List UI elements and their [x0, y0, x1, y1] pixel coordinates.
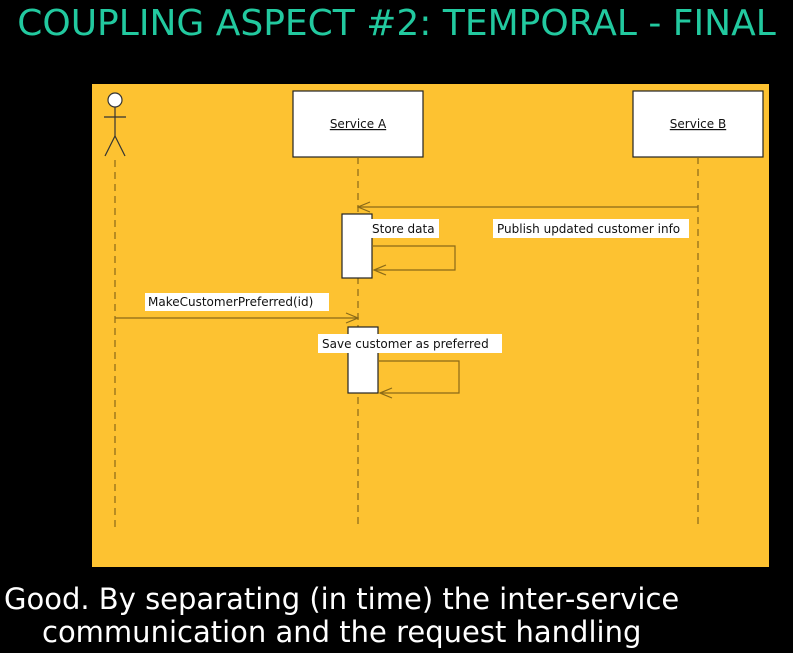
message-save-preferred-arrow	[378, 360, 460, 393]
message-store-data-label-bg	[369, 219, 439, 238]
actor-icon	[104, 92, 126, 157]
diagram-background	[92, 84, 769, 567]
message-save-preferred-label: Save customer as preferred	[322, 337, 489, 351]
participant-service-b-label: Service B	[670, 117, 726, 131]
sequence-diagram: Service A Service B Publish updated cust…	[92, 84, 769, 567]
participant-service-b-box	[632, 90, 764, 158]
message-store-data-label: Store data	[372, 222, 435, 236]
message-make-preferred-label: MakeCustomerPreferred(id)	[148, 295, 313, 309]
message-save-preferred-label-bg	[318, 334, 502, 353]
slide-title: COUPLING ASPECT #2: TEMPORAL - FINAL	[17, 3, 776, 44]
caption-line-1: Good. By separating (in time) the inter-…	[4, 582, 680, 616]
participant-service-a-label: Service A	[330, 117, 387, 131]
message-publish-label: Publish updated customer info	[497, 222, 680, 236]
participant-service-a-box	[292, 90, 424, 158]
caption-line-2: communication and the request handling	[42, 615, 642, 649]
message-publish-label-bg	[493, 219, 689, 238]
message-store-data-arrow	[372, 245, 456, 270]
caption: Good. By separating (in time) the inter-…	[4, 583, 793, 649]
activation-box-1	[341, 213, 373, 279]
message-make-preferred-label-bg	[145, 293, 329, 311]
